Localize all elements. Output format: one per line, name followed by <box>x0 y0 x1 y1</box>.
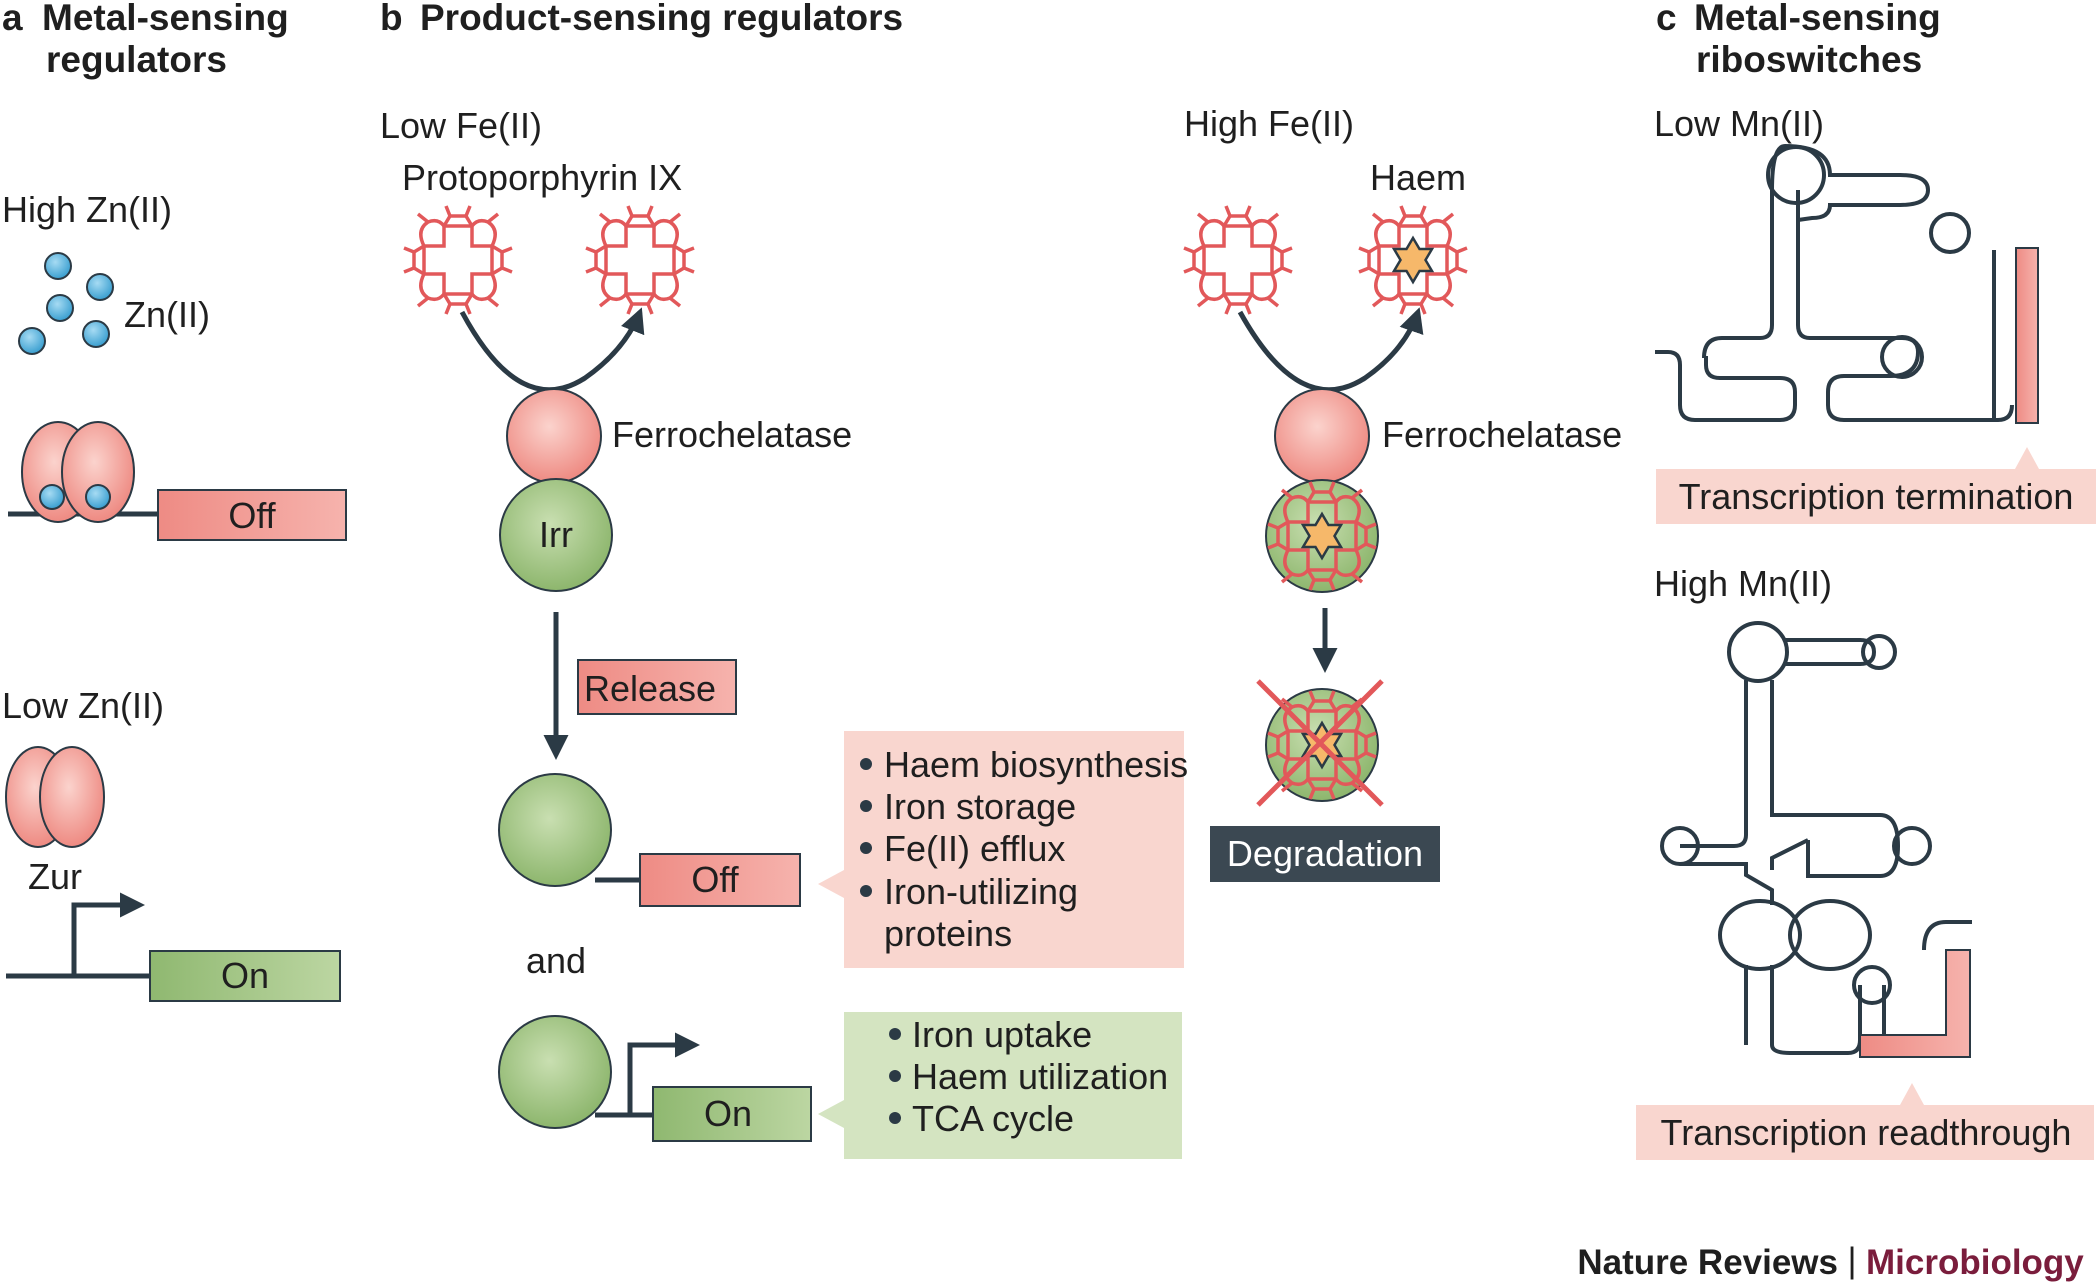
bullet <box>860 758 872 770</box>
riboswitch-low-mn <box>1655 143 2020 422</box>
readthrough-box <box>1636 1105 2094 1160</box>
gene-off-label: Off <box>691 859 739 900</box>
journal-section: Microbiology <box>1866 1243 2084 1282</box>
conversion-arrow <box>1237 307 1424 393</box>
termination-label: Transcription termination <box>1679 476 2074 517</box>
on-target-item: TCA cycle <box>912 1098 1074 1139</box>
bound-zn-ion <box>39 484 65 510</box>
gene-on-box <box>149 950 341 1002</box>
zn-ion <box>46 294 74 322</box>
panel-c: c Metal-sensing riboswitches Low Mn(II) … <box>1636 0 2096 1160</box>
bullet <box>860 842 872 854</box>
bullet <box>889 1112 901 1124</box>
gene-off-box <box>157 489 347 541</box>
panel-c-title-line1: Metal-sensing <box>1694 0 1941 38</box>
off-target-item: Iron storage <box>884 786 1076 827</box>
zur-monomer <box>61 421 135 523</box>
release-label: Release <box>584 668 716 709</box>
panel-a-high-zn-label: High Zn(II) <box>2 189 172 230</box>
panel-a-letter: a <box>2 0 23 38</box>
off-target-item: Haem biosynthesis <box>884 744 1188 785</box>
haem-label: Haem <box>1370 157 1466 198</box>
ferrochelatase-enzyme <box>1274 388 1370 484</box>
terminator-stem <box>2015 247 2039 424</box>
panel-a-title-line2: regulators <box>46 39 227 80</box>
zn-ion <box>82 320 110 348</box>
low-fe-label: Low Fe(II) <box>380 105 542 146</box>
high-fe-label: High Fe(II) <box>1184 103 1354 144</box>
off-target-item: Iron-utilizing <box>884 871 1078 912</box>
zur-label: Zur <box>28 856 82 897</box>
on-target-item: Haem utilization <box>912 1056 1168 1097</box>
protoporphyrin-label: Protoporphyrin IX <box>402 157 682 198</box>
panel-a-low-zn-label: Low Zn(II) <box>2 685 164 726</box>
protoporphyrin-molecule <box>402 204 514 316</box>
panel-b: b Product-sensing regulators Low Fe(II) … <box>380 0 1622 1159</box>
callout-pointer <box>1900 1083 1924 1105</box>
bullet <box>860 800 872 812</box>
antiterminator-segment <box>1859 949 1971 1058</box>
callout-pointer <box>2015 447 2039 469</box>
zn-ion-label: Zn(II) <box>124 294 210 335</box>
off-target-item: Fe(II) efflux <box>884 828 1065 869</box>
journal-footer: Nature Reviews | Microbiology <box>1577 1241 2084 1282</box>
bound-zn-ion <box>85 484 111 510</box>
off-targets-list: Haem biosynthesis Iron storage Fe(II) ef… <box>860 744 1188 954</box>
protoporphyrin-molecule <box>584 204 696 316</box>
gene-on-label: On <box>704 1093 752 1134</box>
on-target-item: Iron uptake <box>912 1014 1092 1055</box>
termination-box <box>1656 469 2096 524</box>
journal-separator: | <box>1847 1241 1856 1280</box>
promoter-arrow <box>627 1032 700 1115</box>
gene-on-box <box>652 1086 812 1142</box>
off-target-item: proteins <box>884 913 1012 954</box>
zn-ion <box>18 327 46 355</box>
degradation-box <box>1210 826 1440 882</box>
panel-c-title-line2: riboswitches <box>1696 39 1922 80</box>
bullet <box>889 1028 901 1040</box>
zn-ion <box>44 252 72 280</box>
callout-pointer <box>818 1100 844 1128</box>
readthrough-label: Transcription readthrough <box>1661 1112 2072 1153</box>
panel-b-letter: b <box>380 0 403 38</box>
release-box <box>577 659 737 715</box>
journal-name: Nature Reviews <box>1577 1243 1838 1282</box>
zn-ion <box>86 273 114 301</box>
ferrochelatase-enzyme <box>506 388 602 484</box>
conversion-arrow <box>459 307 645 393</box>
degradation-label: Degradation <box>1227 833 1423 874</box>
callout-pointer <box>818 870 844 898</box>
gene-off-box <box>639 853 801 907</box>
cross-out-icon <box>1256 679 1384 807</box>
irr-protein <box>499 478 613 592</box>
panel-c-letter: c <box>1656 0 1677 38</box>
low-mn-label: Low Mn(II) <box>1654 103 1824 144</box>
promoter-arrow <box>71 892 145 976</box>
irr-activator <box>498 1015 612 1129</box>
panel-b-title: Product-sensing regulators <box>420 0 903 38</box>
gene-on-label: On <box>221 955 269 996</box>
bullet <box>889 1070 901 1082</box>
zur-monomer <box>39 746 105 848</box>
riboswitch-high-mn <box>1660 621 1972 1055</box>
zn-ions <box>18 252 114 355</box>
bullet <box>860 885 872 897</box>
off-targets-box <box>844 731 1184 968</box>
and-label: and <box>526 940 586 981</box>
panel-a-title-line1: Metal-sensing <box>42 0 289 38</box>
gene-off-label: Off <box>228 495 276 536</box>
irr-repressor <box>498 773 612 887</box>
irr-label: Irr <box>539 514 573 555</box>
on-targets-list: Iron uptake Haem utilization TCA cycle <box>889 1014 1168 1139</box>
ferrochelatase-label: Ferrochelatase <box>1382 414 1622 455</box>
panel-a: a Metal-sensing regulators High Zn(II) Z… <box>2 0 347 1002</box>
high-mn-label: High Mn(II) <box>1654 563 1832 604</box>
protoporphyrin-molecule <box>1182 204 1294 316</box>
ferrochelatase-label: Ferrochelatase <box>612 414 852 455</box>
